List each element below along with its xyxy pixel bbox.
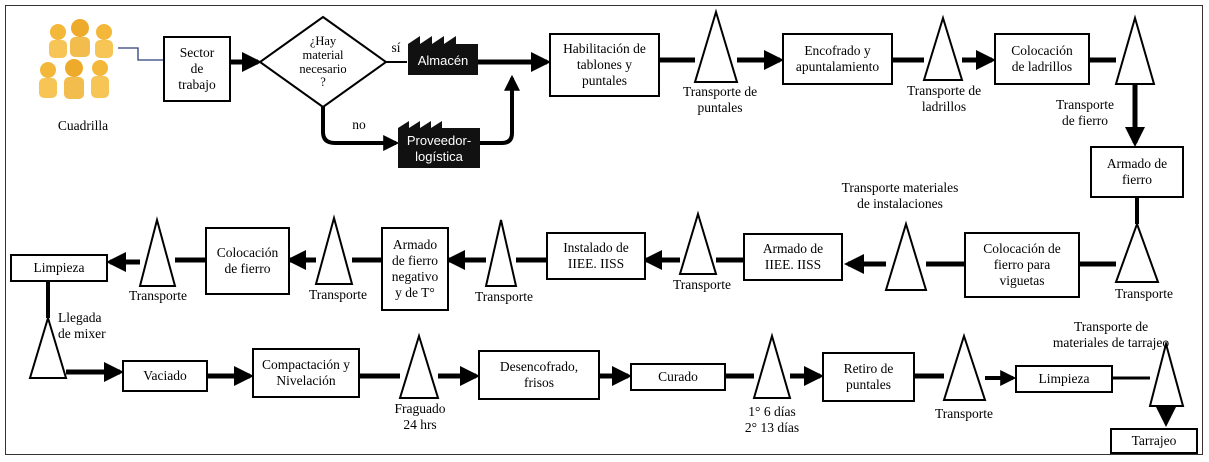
transport-triangle-row2-right	[1114, 221, 1160, 283]
compactacion-box: Compactación y Nivelación	[252, 348, 360, 398]
llegada-mixer-label: Llegada de mixer	[58, 310, 106, 342]
transporte-label-row2-d: Transporte	[128, 288, 187, 303]
retiro-puntales-box: Retiro de puntales	[822, 352, 915, 402]
transporte-puntales-label: Transporte de puntales	[682, 84, 758, 116]
transport-triangle-row2-a	[678, 210, 718, 275]
arrow-no-proveedor	[321, 107, 400, 151]
transport-triangle-instalaciones	[884, 220, 928, 291]
colocacion-fierro-box: Colocación de fierro	[205, 227, 290, 295]
encofrado-box: Encofrado y apuntalamiento	[782, 33, 893, 85]
fraguado-label: Fraguado 24 hrs	[394, 401, 446, 433]
cuadrilla-to-sector-line	[118, 47, 163, 61]
desencofrado-box: Desencofrado, frisos	[478, 350, 600, 400]
transport-triangle-row2-b	[484, 219, 518, 287]
workers-group-icon	[39, 19, 113, 99]
transporte-label-row2-c: Transporte	[308, 287, 367, 302]
no-label: no	[352, 117, 366, 132]
proveedor-label: Proveedor- logística	[398, 130, 480, 168]
transporte-label-row2-right: Transporte	[1114, 286, 1173, 301]
si-label: sí	[391, 40, 401, 55]
transport-triangle-row2-c	[314, 214, 354, 285]
transport-triangle-row3	[942, 332, 987, 401]
sector-box: Sector de trabajo	[163, 36, 231, 102]
diagram-frame	[5, 5, 1203, 455]
transport-triangle-tarrajeo	[1148, 340, 1185, 407]
habilitacion-box: Habilitación de tablones y puntales	[549, 33, 660, 97]
instalado-iiee-box: Instalado de IIEE. IISS	[546, 232, 646, 280]
cuadrilla-label: Cuadrilla	[57, 118, 109, 133]
arrow-proveedor-up	[480, 74, 520, 145]
transport-triangle-mixer	[28, 314, 68, 379]
colocacion-viguetas-box: Colocación de fierro para viguetas	[964, 232, 1080, 298]
limpieza-box: Limpieza	[10, 254, 108, 282]
curado-box: Curado	[630, 363, 726, 391]
dias-label: 1° 6 días 2° 13 días	[744, 404, 800, 436]
colocacion-ladrillos-box: Colocación de ladrillos	[994, 33, 1090, 85]
transporte-instalaciones-label: Transporte materiales de instalaciones	[841, 180, 959, 212]
transport-triangle-puntales	[693, 8, 739, 83]
transporte-label-row3: Transporte	[934, 406, 993, 421]
armado-fierro-box: Armado de fierro	[1090, 146, 1184, 198]
transport-triangle-curado-dias	[752, 332, 792, 399]
transporte-ladrillos-label: Transporte de ladrillos	[906, 83, 982, 115]
armado-negativo-box: Armado de fierro negativo y de T°	[381, 227, 449, 311]
transporte-fierro-label: Transporte de fierro	[1055, 97, 1114, 129]
tarrajeo-box: Tarrajeo	[1110, 428, 1198, 454]
almacen-label: Almacén	[408, 47, 478, 75]
transport-triangle-fraguado	[398, 332, 440, 399]
transporte-label-row2-a: Transporte	[672, 277, 731, 292]
limpieza-2-box: Limpieza	[1015, 365, 1113, 393]
transport-triangle-ladrillos	[922, 14, 964, 81]
transporte-tarrajeo-label: Transporte de materiales de tarrajeo	[1052, 319, 1170, 351]
decision-text: ¿Hay material necesario ?	[299, 34, 347, 90]
vaciado-box: Vaciado	[122, 360, 208, 392]
transport-triangle-fierro	[1114, 14, 1156, 85]
transporte-label-row2-b: Transporte	[474, 289, 533, 304]
transport-triangle-row2-d	[138, 216, 177, 287]
armado-iiee-box: Armado de IIEE. IISS	[743, 233, 843, 281]
